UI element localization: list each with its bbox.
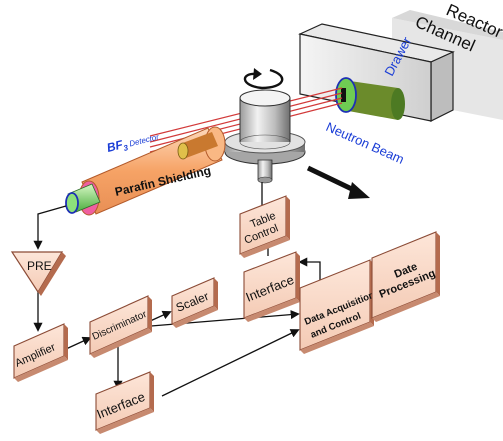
neutron-beam-label: Neutron Beam bbox=[324, 119, 407, 167]
amplifier-box: Amplifier bbox=[13, 323, 68, 382]
interface-bottom-box: Interface bbox=[95, 371, 154, 434]
data-acquisition-box: Data Acquisition and Control bbox=[299, 259, 376, 354]
beam-exit-arrow-icon bbox=[306, 165, 370, 199]
interface-mid-box: Interface bbox=[243, 251, 300, 322]
date-processing-box: Date Processing bbox=[371, 231, 440, 322]
scaler-box: Scaler bbox=[171, 277, 218, 328]
preamplifier: PRE bbox=[10, 251, 66, 296]
table-control-box: Table Control bbox=[239, 195, 290, 258]
discriminator-box: Discriminator bbox=[89, 295, 152, 358]
sample-table bbox=[224, 89, 306, 184]
drawer-box: Drawer bbox=[298, 23, 455, 122]
bf3-detector bbox=[65, 183, 101, 214]
rotation-arrow-icon bbox=[243, 68, 284, 90]
pre-label: PRE bbox=[27, 259, 52, 273]
